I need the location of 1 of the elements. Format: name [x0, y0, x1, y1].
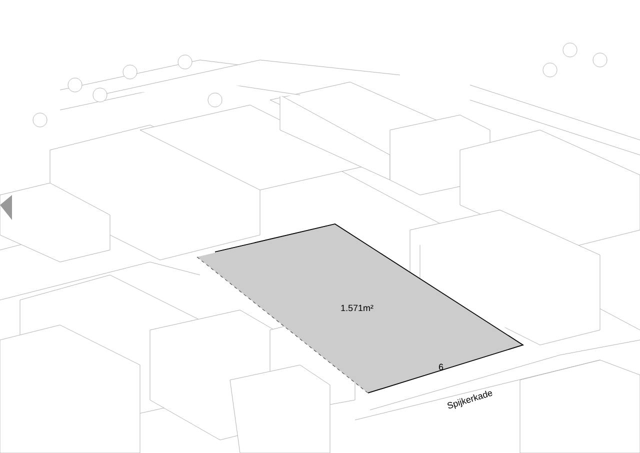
dimension-label: 6	[438, 364, 444, 370]
